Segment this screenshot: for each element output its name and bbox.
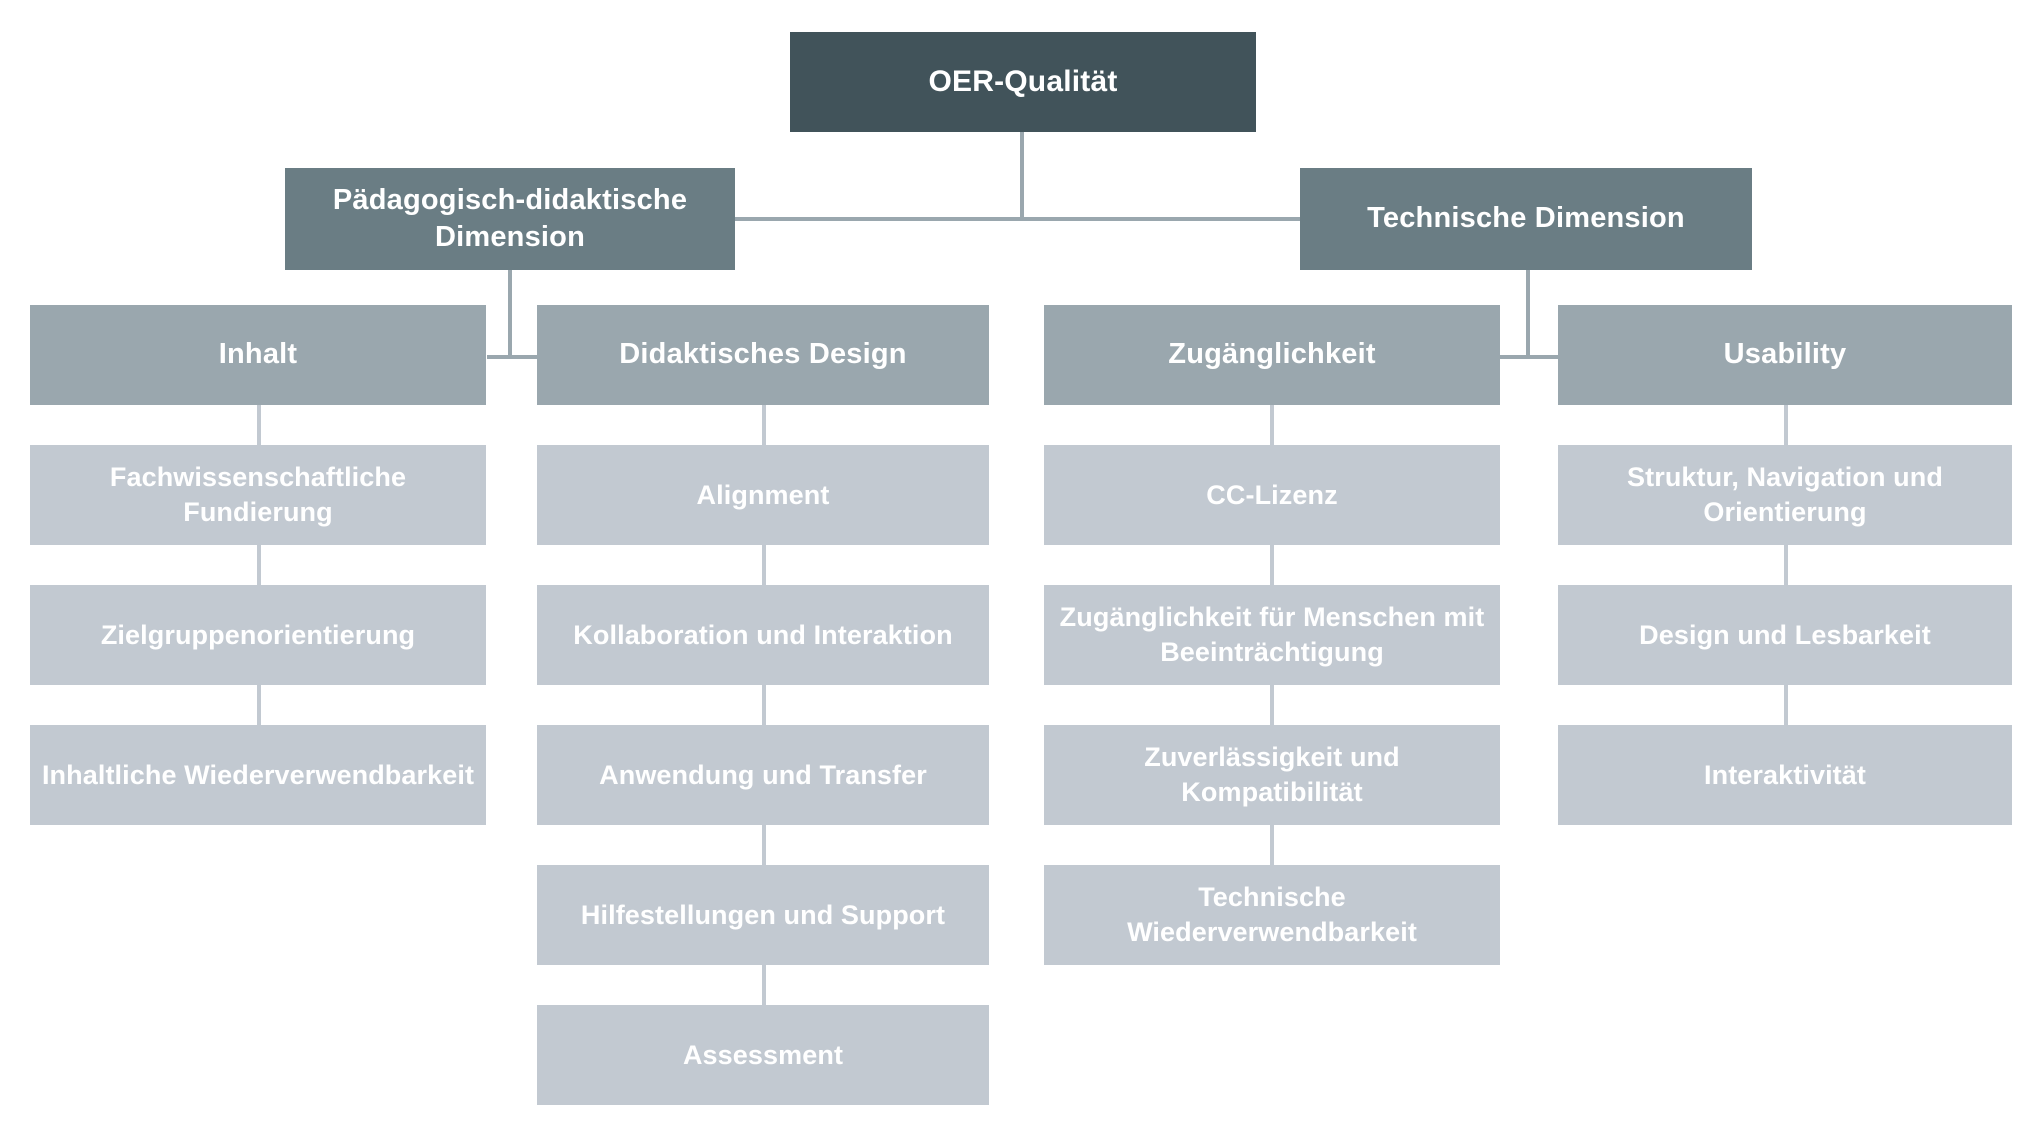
connector-root-stem	[1020, 132, 1024, 221]
node-paedagogisch-didaktische-dimension[interactable]: Pädagogisch-didaktische Dimension	[285, 168, 735, 270]
node-label: Kollaboration und Interaktion	[573, 619, 953, 650]
node-label: Technische Wiederverwendbarkeit	[1127, 882, 1417, 947]
node-label: Usability	[1723, 338, 1847, 371]
node-oer-qualitaet[interactable]: OER-Qualität	[790, 32, 1256, 132]
connector-pedagogical-crossbar	[487, 355, 541, 359]
node-technische-wiederverwendbarkeit[interactable]: Technische Wiederverwendbarkeit	[1044, 865, 1500, 965]
node-label: Fachwissenschaftliche Fundierung	[109, 462, 407, 527]
node-label: OER-Qualität	[928, 64, 1118, 98]
node-anwendung-und-transfer[interactable]: Anwendung und Transfer	[537, 725, 989, 825]
node-struktur-navigation-und-orientierung[interactable]: Struktur, Navigation und Orientierung	[1558, 445, 2012, 545]
node-kollaboration-und-interaktion[interactable]: Kollaboration und Interaktion	[537, 585, 989, 685]
node-label: Zugänglichkeit für Menschen mit Beeinträ…	[1059, 602, 1485, 667]
node-usability[interactable]: Usability	[1558, 305, 2012, 405]
node-assessment[interactable]: Assessment	[537, 1005, 989, 1105]
node-zuverlaessigkeit-und-kompatibilitaet[interactable]: Zuverlässigkeit und Kompatibilität	[1044, 725, 1500, 825]
node-label: CC-Lizenz	[1206, 479, 1338, 510]
connector-dimension-crossbar	[735, 217, 1302, 221]
node-didaktisches-design[interactable]: Didaktisches Design	[537, 305, 989, 405]
node-cc-lizenz[interactable]: CC-Lizenz	[1044, 445, 1500, 545]
node-zugaenglichkeit[interactable]: Zugänglichkeit	[1044, 305, 1500, 405]
node-label: Inhaltliche Wiederverwendbarkeit	[41, 759, 475, 790]
node-label: Pädagogisch-didaktische Dimension	[332, 183, 688, 253]
node-label: Hilfestellungen und Support	[580, 899, 946, 930]
node-design-und-lesbarkeit[interactable]: Design und Lesbarkeit	[1558, 585, 2012, 685]
node-label: Alignment	[696, 479, 830, 510]
node-label: Inhalt	[218, 338, 298, 371]
node-inhaltliche-wiederverwendbarkeit[interactable]: Inhaltliche Wiederverwendbarkeit	[30, 725, 486, 825]
node-label: Technische Dimension	[1367, 202, 1685, 235]
connector-pedagogical-stem	[508, 270, 512, 357]
node-label: Zuverlässigkeit und Kompatibilität	[1144, 742, 1400, 807]
node-zugaenglichkeit-fuer-menschen-mit-beeintraechtigung[interactable]: Zugänglichkeit für Menschen mit Beeinträ…	[1044, 585, 1500, 685]
node-interaktivitaet[interactable]: Interaktivität	[1558, 725, 2012, 825]
node-label: Zielgruppenorientierung	[100, 619, 416, 650]
node-technische-dimension[interactable]: Technische Dimension	[1300, 168, 1752, 270]
node-label: Interaktivität	[1704, 759, 1866, 790]
node-alignment[interactable]: Alignment	[537, 445, 989, 545]
connector-technical-crossbar	[1500, 355, 1562, 359]
node-label: Assessment	[682, 1039, 844, 1070]
node-fachwissenschaftliche-fundierung[interactable]: Fachwissenschaftliche Fundierung	[30, 445, 486, 545]
node-inhalt[interactable]: Inhalt	[30, 305, 486, 405]
node-label: Design und Lesbarkeit	[1639, 619, 1931, 650]
node-label: Struktur, Navigation und Orientierung	[1627, 462, 1943, 527]
node-label: Didaktisches Design	[619, 338, 907, 371]
node-label: Zugänglichkeit	[1168, 338, 1376, 371]
connector-technical-stem	[1526, 270, 1530, 357]
node-zielgruppenorientierung[interactable]: Zielgruppenorientierung	[30, 585, 486, 685]
node-hilfestellungen-und-support[interactable]: Hilfestellungen und Support	[537, 865, 989, 965]
node-label: Anwendung und Transfer	[599, 759, 927, 790]
